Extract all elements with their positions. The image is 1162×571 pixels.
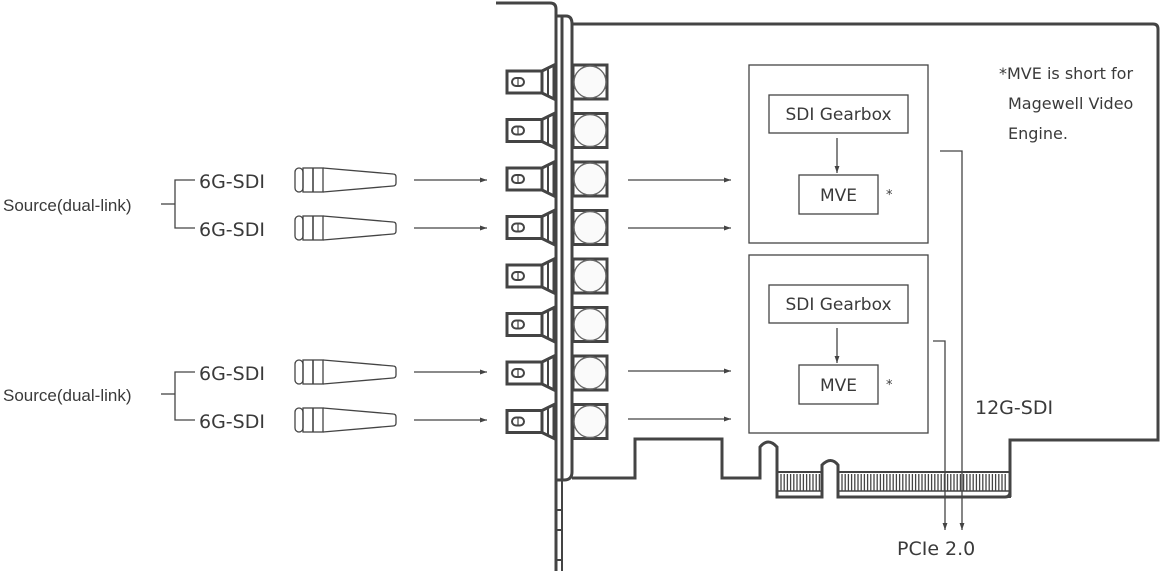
bnc-connector (505, 353, 609, 393)
sdi-cable-icon (294, 407, 397, 433)
source-label: Source(dual-link) (3, 196, 132, 215)
mounting-bracket (496, 1, 574, 571)
bnc-connector-column (505, 62, 609, 441)
sdi-cable-icon (294, 215, 397, 241)
link-label: 6G-SDI (199, 363, 265, 385)
sdi-gearbox-label: SDI Gearbox (785, 295, 891, 315)
link-label: 6G-SDI (199, 171, 265, 193)
link-label: 6G-SDI (199, 219, 265, 241)
sdi-cable-icon (294, 359, 397, 385)
sdi-gearbox-label: SDI Gearbox (785, 105, 891, 125)
bnc-connector (505, 159, 609, 199)
pcie-output-lines (933, 150, 965, 530)
bnc-connector (505, 256, 609, 296)
source-dual-link: Source(dual-link) 6G-SDI 6G-SDI (3, 167, 487, 241)
footnote-line-3: Engine. (1008, 124, 1068, 143)
mve-footnote-mark: * (886, 378, 893, 393)
bnc-connector (505, 208, 609, 247)
mve-box (798, 174, 879, 215)
footnote-line-1: *MVE is short for (999, 64, 1133, 83)
mve-label: MVE (820, 186, 857, 206)
source-label: Source(dual-link) (3, 386, 132, 405)
sdi-cable-icon (294, 167, 397, 193)
sdi-gearbox-box (768, 94, 909, 134)
link-label: 6G-SDI (199, 411, 265, 433)
pcie-edge-connector (776, 471, 1011, 498)
bnc-connector (505, 62, 609, 102)
mve-footnote-mark: * (886, 188, 893, 203)
source-dual-link: Source(dual-link) 6G-SDI 6G-SDI (3, 359, 487, 433)
internal-signal-arrows (628, 177, 731, 422)
bnc-connector (505, 402, 609, 441)
bus-label: PCIe 2.0 (897, 538, 975, 560)
sdi-gearbox-box (768, 284, 909, 324)
bnc-connector (505, 111, 609, 150)
footnote-line-2: Magewell Video (1008, 94, 1133, 113)
mve-label: MVE (820, 376, 857, 396)
source-group: Source(dual-link)6G-SDI6G-SDISource(dual… (3, 167, 487, 433)
bnc-connector (505, 305, 609, 344)
mve-box (798, 364, 879, 405)
output-signal-label: 12G-SDI (975, 397, 1053, 419)
